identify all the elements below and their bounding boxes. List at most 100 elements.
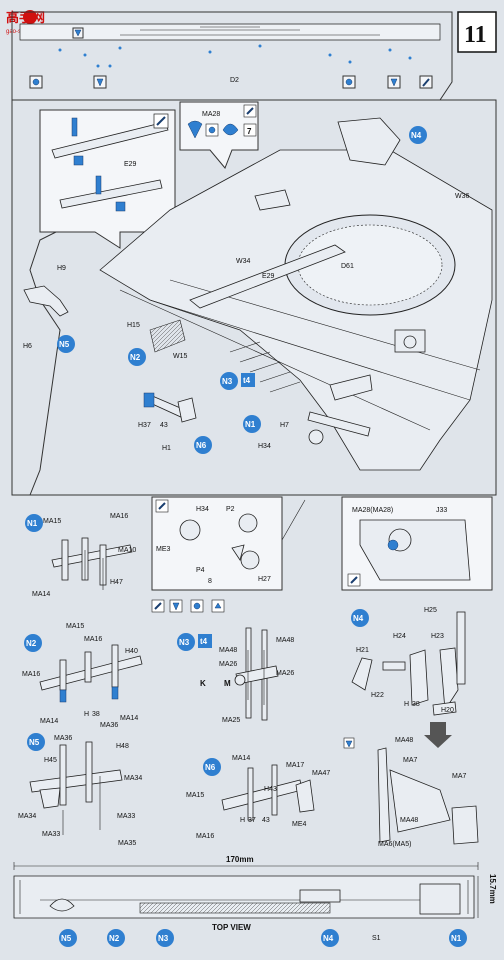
label-ma16: MA16	[22, 671, 40, 678]
label-ma14: MA14	[120, 715, 138, 722]
badge-n2: N2	[128, 348, 146, 366]
label-me4: ME4	[292, 821, 307, 828]
badge-t4: t4	[198, 634, 212, 648]
top-strip: D2	[11, 11, 453, 101]
label-ma10: MA10	[118, 547, 136, 554]
label-ma7: MA7	[403, 757, 418, 764]
label-ma48: MA48	[400, 817, 418, 824]
paint-icon	[155, 499, 169, 513]
label-w15: W15	[173, 353, 188, 360]
badge-n2: N2	[24, 634, 42, 652]
svg-text:N5: N5	[61, 934, 72, 943]
flip-icon	[211, 599, 225, 613]
svg-text:t4: t4	[200, 637, 208, 646]
label-h15: H15	[127, 322, 140, 329]
label-ref-h: H	[240, 817, 245, 824]
top-view-hull: TOP VIEW S1	[13, 875, 475, 942]
badge-n2: N2	[107, 929, 125, 947]
pair-icon	[190, 599, 204, 613]
label-ref-h: H	[84, 711, 89, 718]
label-ma15: MA15	[186, 792, 204, 799]
label-ma48: MA48	[395, 737, 413, 744]
label-ma7: MA7	[452, 773, 467, 780]
svg-text:N4: N4	[353, 614, 364, 623]
label-ma36: MA36	[100, 722, 118, 729]
label-h21: H21	[356, 647, 369, 654]
sub-assembly-n3: N3 t4 MA48 MA48 MA26 MA26 K M MA25	[177, 627, 294, 724]
hull-labels: W36 W34 E29 D61 H9 H6 H15 W15 H37 43 H1 …	[23, 193, 470, 452]
label-w34: W34	[236, 258, 251, 265]
height-dimension: 15.7mm	[488, 874, 497, 904]
pair-icon	[342, 75, 356, 89]
label-ma26: MA26	[219, 661, 237, 668]
svg-text:N3: N3	[179, 638, 190, 647]
paint-icon	[347, 573, 361, 587]
label-ma6-ma5: MA6(MA5)	[378, 841, 411, 848]
label-p2: P2	[226, 506, 235, 513]
label-e29: E29	[262, 273, 275, 280]
label-h27: H27	[258, 576, 271, 583]
label-ma33: MA33	[117, 813, 135, 820]
sub-assembly-n6: N6 MA14 MA17 MA47 H43 MA15 ME4 MA16 H 37…	[186, 755, 330, 840]
label-h25: H25	[424, 607, 437, 614]
label-ma28-detail: MA28(MA28)	[352, 507, 393, 514]
svg-text:N2: N2	[26, 639, 37, 648]
label-k: K	[200, 679, 206, 688]
badge-n1: N1	[243, 415, 261, 433]
label-w36: W36	[455, 193, 470, 200]
width-dimension: 170mm	[226, 855, 254, 864]
label-ref-h-number: 37	[248, 817, 256, 824]
label-ma35: MA35	[118, 840, 136, 847]
paint-icon	[29, 75, 43, 89]
label-h37: H37	[138, 422, 151, 429]
svg-text:N6: N6	[205, 763, 216, 772]
svg-text:N3: N3	[222, 377, 233, 386]
svg-text:N4: N4	[411, 131, 422, 140]
inset-ma28-number: 7	[247, 127, 252, 136]
main-frame	[11, 99, 497, 496]
label-ma34: MA34	[124, 775, 142, 782]
label-h34: H34	[258, 443, 271, 450]
glue-icon	[93, 75, 107, 89]
label-m: M	[224, 679, 231, 688]
label-ma16: MA16	[84, 636, 102, 643]
detail-right: MA28(MA28) J33	[341, 496, 493, 591]
label-h22: H22	[371, 692, 384, 699]
badge-n4: N4	[351, 609, 369, 627]
svg-text:N5: N5	[59, 340, 70, 349]
dimension-height: 15.7mm	[477, 874, 497, 918]
watermark-title: 高手网	[6, 10, 45, 26]
glue-icon	[169, 599, 183, 613]
svg-text:N2: N2	[109, 934, 120, 943]
label-h37-number: 43	[160, 422, 168, 429]
label-ma14: MA14	[40, 718, 58, 725]
svg-text:N1: N1	[27, 519, 38, 528]
badge-n6: N6	[194, 436, 212, 454]
sub-assembly-n4: N4 H25 H24 H23 H21 H22 H20 H 38	[351, 607, 466, 716]
svg-text:N3: N3	[158, 934, 169, 943]
inset-rail: E29	[39, 109, 176, 249]
hull-badges: N4 N5 N2 N3 t4 N6 N1	[57, 126, 427, 454]
label-ma47: MA47	[312, 770, 330, 777]
badge-n3: N3	[177, 633, 195, 651]
label-ma28-inset: MA28	[202, 111, 220, 118]
label-ma25: MA25	[222, 717, 240, 724]
label-h1: H1	[162, 445, 171, 452]
badge-n5: N5	[57, 335, 75, 353]
dimension-width: 170mm	[13, 855, 479, 870]
paint-icon	[153, 113, 169, 129]
label-ma48: MA48	[276, 637, 294, 644]
label-d61: D61	[341, 263, 354, 270]
label-j33: J33	[436, 507, 447, 514]
badge-n6: N6	[203, 758, 221, 776]
label-h23: H23	[431, 633, 444, 640]
badge-n4: N4	[409, 126, 427, 144]
svg-text:N2: N2	[130, 353, 141, 362]
badge-n3: N3	[156, 929, 174, 947]
label-ma14: MA14	[32, 591, 50, 598]
label-me3: ME3	[156, 546, 171, 553]
label-h34-detail: H34	[196, 506, 209, 513]
label-h47: H47	[110, 579, 123, 586]
label-ma16: MA16	[196, 833, 214, 840]
glue-icon	[72, 27, 84, 39]
